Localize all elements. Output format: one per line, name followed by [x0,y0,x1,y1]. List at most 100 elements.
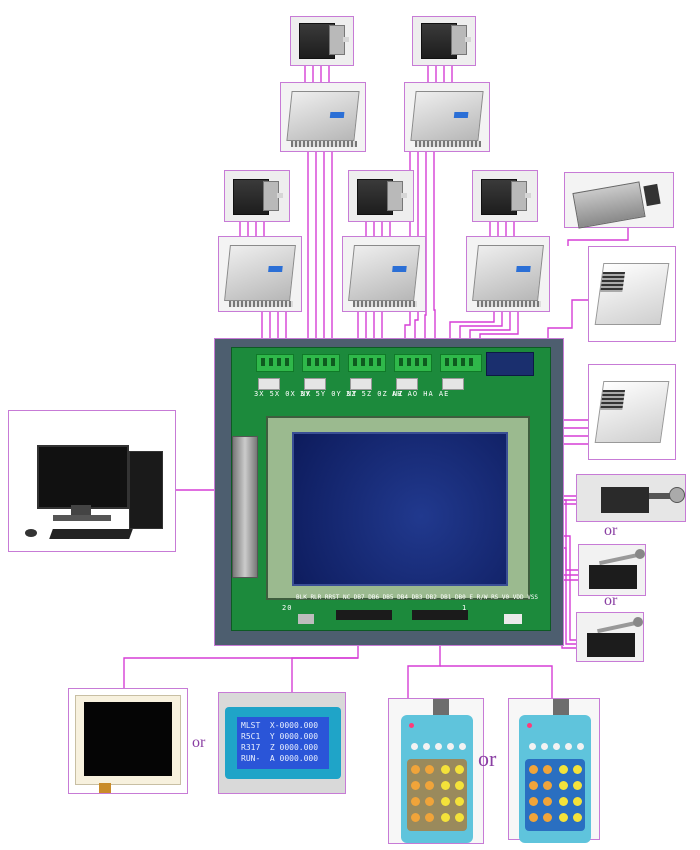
stepper-driver-mid-left [218,236,302,312]
key[interactable] [573,797,582,806]
limit-switch-icon [589,565,637,589]
relay [486,352,534,376]
lcd-module [266,416,530,600]
switch [504,614,522,624]
micro-switch-roller-lever [576,612,644,662]
usb-port [298,614,314,624]
key[interactable] [529,797,538,806]
key[interactable] [573,813,582,822]
key[interactable] [411,765,420,774]
lcd-header-pin-labels: BLK RLR RRST NC DB7 DB6 DB5 DB4 DB3 DB2 … [296,594,539,601]
header-pin-20: 20 [282,604,293,612]
key[interactable] [573,781,582,790]
key[interactable] [425,797,434,806]
or-label-display: or [192,734,206,751]
key[interactable] [411,813,420,822]
key[interactable] [411,781,420,790]
terminal-label-x: 3X 5X 0X NX [254,390,312,398]
lcd-header-right [412,610,468,620]
key[interactable] [441,797,450,806]
key[interactable] [573,765,582,774]
stepper-driver-icon [410,91,484,141]
terminal-block-power [440,354,482,372]
power-supply-icon [594,381,670,443]
key[interactable] [559,765,568,774]
terminal-block-a [394,354,432,372]
terminal-block-y [302,354,340,372]
spindle-motor [564,172,674,229]
terminal-block-z [348,354,386,372]
desktop-computer [8,410,176,552]
or-label-pendant: or [478,746,497,771]
key[interactable] [529,765,538,774]
lcd-line-3: R317 Z 0000.000 [241,743,319,752]
lcd-line-1: MLST X-0000.000 [241,721,319,730]
key[interactable] [529,781,538,790]
handheld-pendant-icon [401,715,473,843]
tft-lcd-panel [68,688,188,794]
pcb: 3X 5X 0X NX 3Y 5Y 0Y NY 3Z 5Z 0Z NZ AH A… [231,347,551,631]
spindle-motor-icon [572,181,646,229]
handheld-pendant-orange-keys [388,698,484,844]
limit-switch-roller [576,474,686,522]
stepper-motor-top-right [412,16,476,66]
stepper-driver-icon [472,245,544,301]
key[interactable] [425,813,434,822]
lcd-header-left [336,610,392,620]
keypad [407,759,467,831]
keypad [525,759,585,831]
character-lcd: MLST X-0000.000 R5C1 Y 0000.000 R317 Z 0… [218,692,346,794]
stepper-motor-mid-left [224,170,290,222]
key[interactable] [455,813,464,822]
key[interactable] [441,765,450,774]
controller-board: 3X 5X 0X NX 3Y 5Y 0Y NY 3Z 5Z 0Z NZ AH A… [214,338,564,646]
key[interactable] [455,797,464,806]
stepper-driver-top-right [404,82,490,152]
key[interactable] [441,781,450,790]
key[interactable] [559,781,568,790]
key[interactable] [411,797,420,806]
stepper-motor-mid-center [348,170,414,222]
key[interactable] [529,813,538,822]
or-label-switch-2: or [604,592,618,609]
terminal-label-a: AH AO HA AE [392,390,450,398]
stepper-driver-top-left [280,82,366,152]
key[interactable] [543,797,552,806]
limit-switch-icon [601,487,649,513]
db25-connector [232,436,258,578]
key[interactable] [543,813,552,822]
lcd-line-2: R5C1 Y 0000.000 [241,732,319,741]
character-lcd-screen: MLST X-0000.000 R5C1 Y 0000.000 R317 Z 0… [237,717,329,769]
key[interactable] [441,813,450,822]
key[interactable] [455,765,464,774]
stepper-driver-icon [224,245,296,301]
handheld-pendant-icon [519,715,591,843]
power-supply-spindle [588,246,676,342]
terminal-label-y: 3Y 5Y 0Y NY [300,390,358,398]
terminal-block-x [256,354,294,372]
limit-switch-icon [587,633,635,657]
stepper-driver-icon [286,91,360,141]
tft-screen [84,702,172,776]
key[interactable] [559,797,568,806]
power-supply-board [588,364,676,460]
key[interactable] [543,781,552,790]
terminal-label-z: 3Z 5Z 0Z NZ [346,390,404,398]
power-supply-icon [594,263,670,325]
stepper-driver-mid-center [342,236,426,312]
micro-switch-lever [578,544,646,596]
key[interactable] [559,813,568,822]
key[interactable] [455,781,464,790]
key[interactable] [543,765,552,774]
desktop-computer-icon [37,445,129,509]
key[interactable] [425,765,434,774]
or-label-switch-1: or [604,522,618,539]
key[interactable] [425,781,434,790]
stepper-motor-mid-right [472,170,538,222]
stepper-driver-icon [348,245,420,301]
handheld-pendant-blue-keys [508,698,600,843]
header-pin-1: 1 [462,604,468,612]
stepper-driver-mid-right [466,236,550,312]
stepper-motor-top-left [290,16,354,66]
lcd-screen [292,432,508,586]
